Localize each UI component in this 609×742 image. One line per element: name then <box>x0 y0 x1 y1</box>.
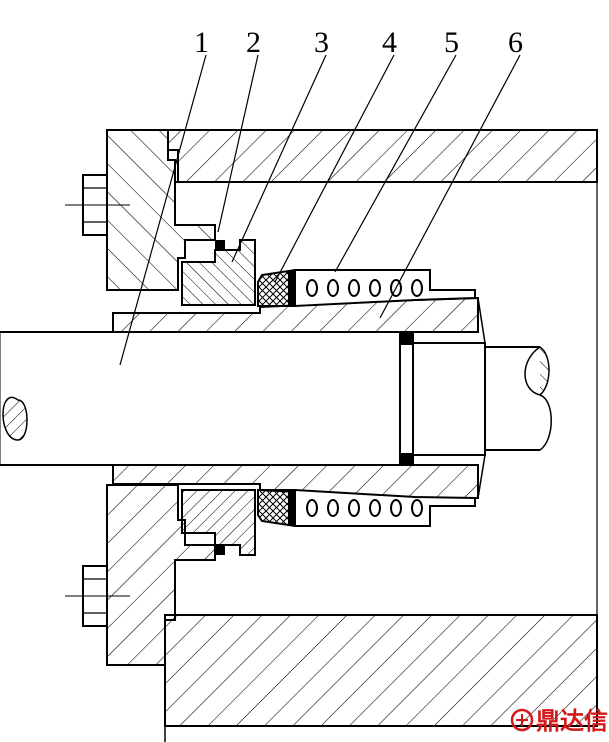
static-ring-upper <box>181 239 256 306</box>
spring-coil <box>348 499 360 517</box>
sleeve-end-ring <box>399 297 486 499</box>
shaft <box>0 331 552 466</box>
rotating-ring-upper <box>257 268 296 307</box>
bolt-upper <box>65 174 130 236</box>
callout-3: 3 <box>314 26 329 59</box>
spring-coil <box>390 499 402 517</box>
spring-coil <box>306 499 318 517</box>
spring-seat-upper <box>294 269 476 308</box>
leader-4 <box>274 54 395 283</box>
spring-coil <box>327 499 339 517</box>
bolt-lower <box>65 565 130 627</box>
leader-3 <box>231 54 327 263</box>
spring-coil <box>306 279 318 297</box>
upper-housing <box>167 129 598 183</box>
watermark-logo-icon <box>510 708 534 732</box>
callout-5: 5 <box>444 26 459 59</box>
leader-5 <box>334 54 457 273</box>
watermark-logo-cross <box>516 714 528 726</box>
spring-seat-lower <box>294 488 476 527</box>
leader-2 <box>217 54 259 233</box>
leader-1 <box>119 54 207 366</box>
callout-1: 1 <box>194 26 209 59</box>
callout-4: 4 <box>382 26 397 59</box>
spring-coil <box>411 279 423 297</box>
leader-6 <box>379 54 521 319</box>
callout-2: 2 <box>246 26 261 59</box>
spring-coil <box>327 279 339 297</box>
watermark: 鼎达信 <box>510 707 608 735</box>
callouts: 1 2 3 4 5 6 <box>119 26 523 366</box>
rotating-ring-lower <box>257 489 296 528</box>
spring-coil <box>369 279 381 297</box>
gland-lower <box>106 484 216 666</box>
spring-coil <box>348 279 360 297</box>
static-ring-lower <box>181 489 256 556</box>
spring-coil <box>411 499 423 517</box>
spring-coil <box>369 499 381 517</box>
spring-lower <box>306 499 423 517</box>
callout-6: 6 <box>508 26 523 59</box>
watermark-text: 鼎达信 <box>536 707 608 735</box>
